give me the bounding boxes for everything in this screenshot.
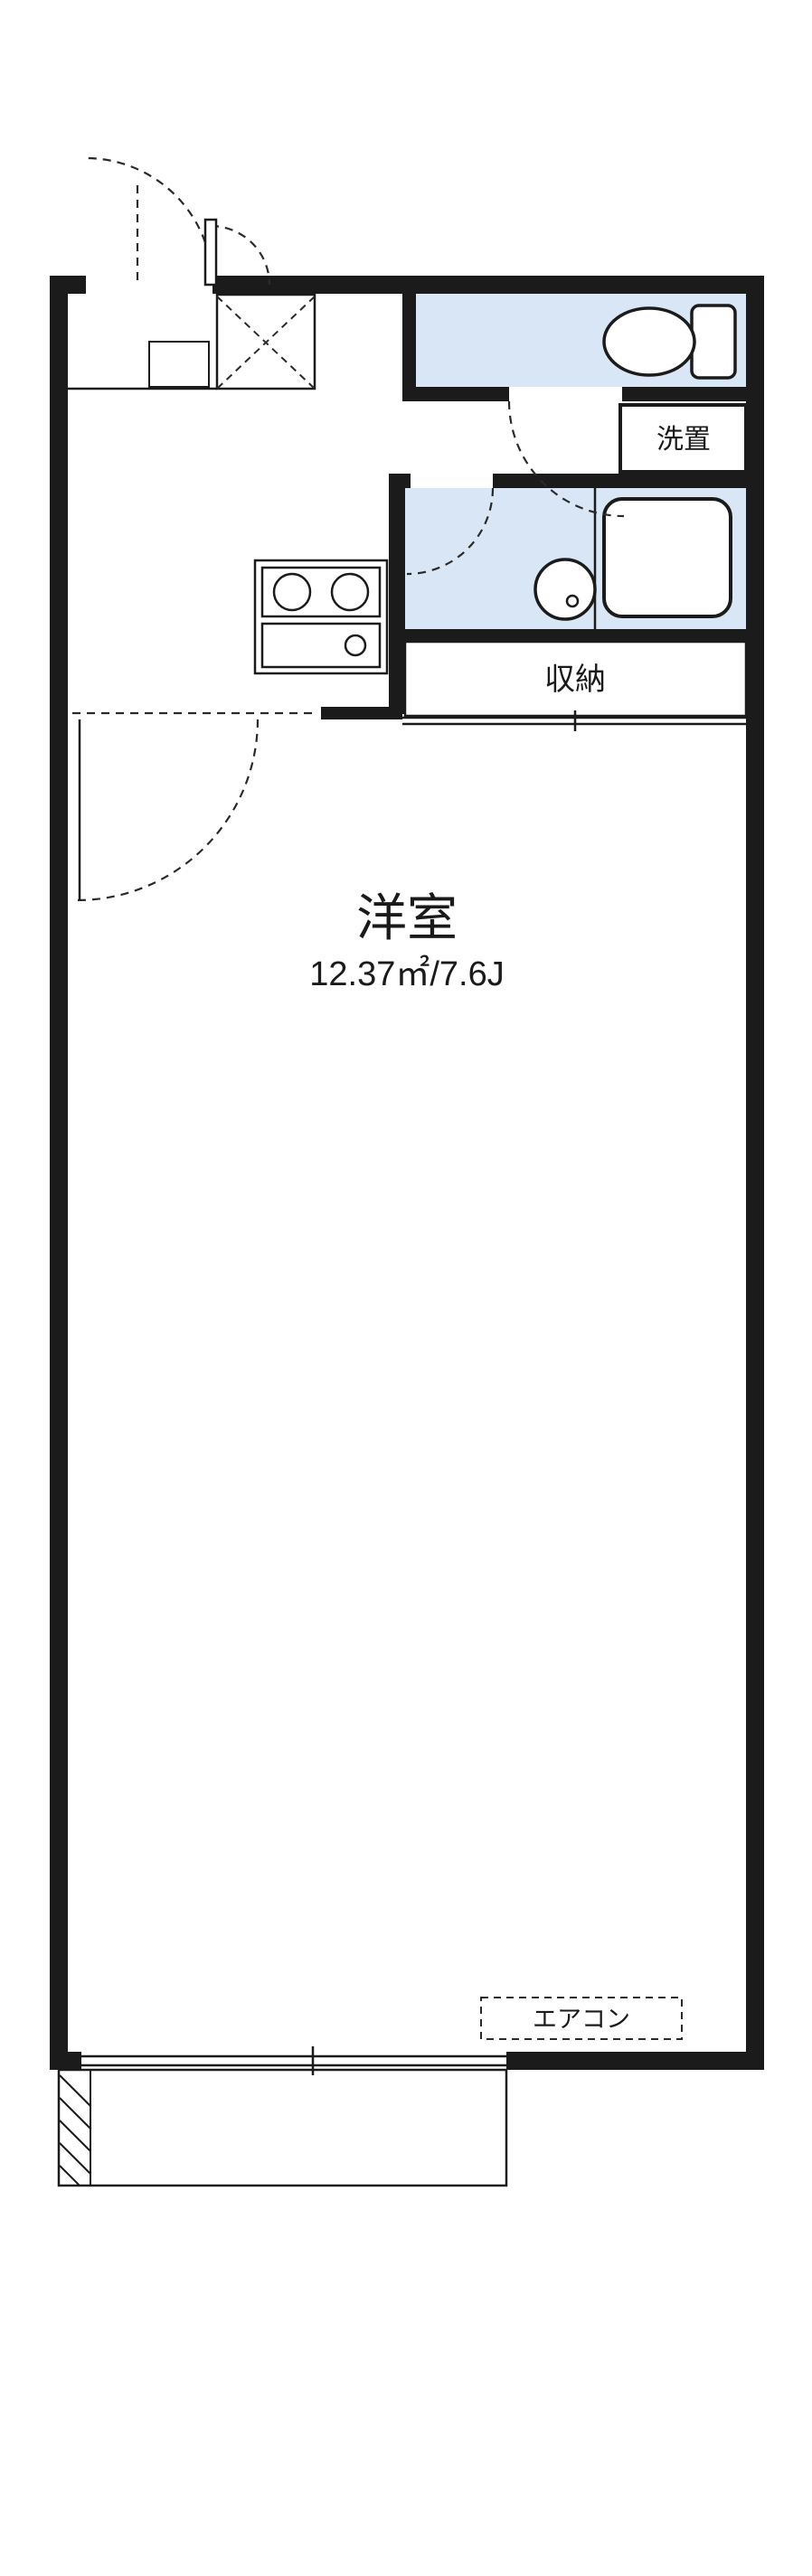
wall-kitchen-divider: [389, 474, 405, 714]
stove-burner-left: [272, 572, 312, 612]
wall-below-toilet-right: [622, 387, 746, 401]
balcony: [57, 2068, 508, 2187]
wall-below-toilet-left: [402, 387, 509, 401]
balcony-outline: [57, 2068, 508, 2187]
washer-space-label: 洗置: [656, 425, 711, 455]
main-room-area-label: 12.37㎡/7.6J: [309, 955, 504, 993]
stove-burner-right: [330, 572, 370, 612]
storage-sliding-door: [402, 710, 746, 731]
bath-washbasin: [533, 558, 597, 621]
wall-right: [746, 276, 764, 2070]
kitchen-sink-drain: [344, 634, 367, 657]
wall-room-door-stub: [321, 707, 402, 719]
bathtub: [602, 497, 732, 618]
entrance-step: [148, 341, 210, 388]
wall-bath-bottom: [389, 629, 746, 642]
entrance-door-swing-arc: [85, 156, 214, 286]
wall-bottom-right: [506, 2052, 764, 2070]
bath-washbasin-drain: [565, 594, 580, 608]
wall-bath-top: [493, 474, 746, 488]
balcony-partition-hatch: [59, 2070, 91, 2186]
room-door-swing-arc: [76, 719, 260, 902]
bathroom-door-swing-arc: [406, 487, 495, 576]
wall-left: [50, 276, 68, 2070]
aircon-label: エアコン: [533, 2006, 630, 2033]
toilet-bowl: [602, 306, 696, 377]
entrance-x-box: [215, 293, 316, 390]
wall-bottom-left-stub: [50, 2052, 81, 2070]
kitchen-counter: [253, 559, 389, 675]
x-box-diagonal-2: [216, 296, 316, 390]
walls: [50, 276, 764, 2070]
main-room-label: 洋室: [356, 889, 458, 946]
kitchen-fixtures: [260, 566, 382, 669]
balcony-window: [81, 2046, 506, 2075]
wall-top: [212, 276, 764, 294]
door-swings: [72, 156, 625, 902]
entrance-door-leaf: [203, 218, 218, 287]
aircon-unit: エアコン: [480, 1997, 683, 2040]
storage-label: 収納: [544, 663, 606, 697]
toilet-tank: [690, 304, 737, 380]
aircon-box: [480, 1997, 683, 2040]
toilet-fixture: [602, 304, 737, 380]
toilet-door-swing-arc: [507, 400, 625, 518]
entrance-door-swing-arc-small: [210, 224, 271, 286]
wall-toilet-left: [402, 294, 416, 401]
